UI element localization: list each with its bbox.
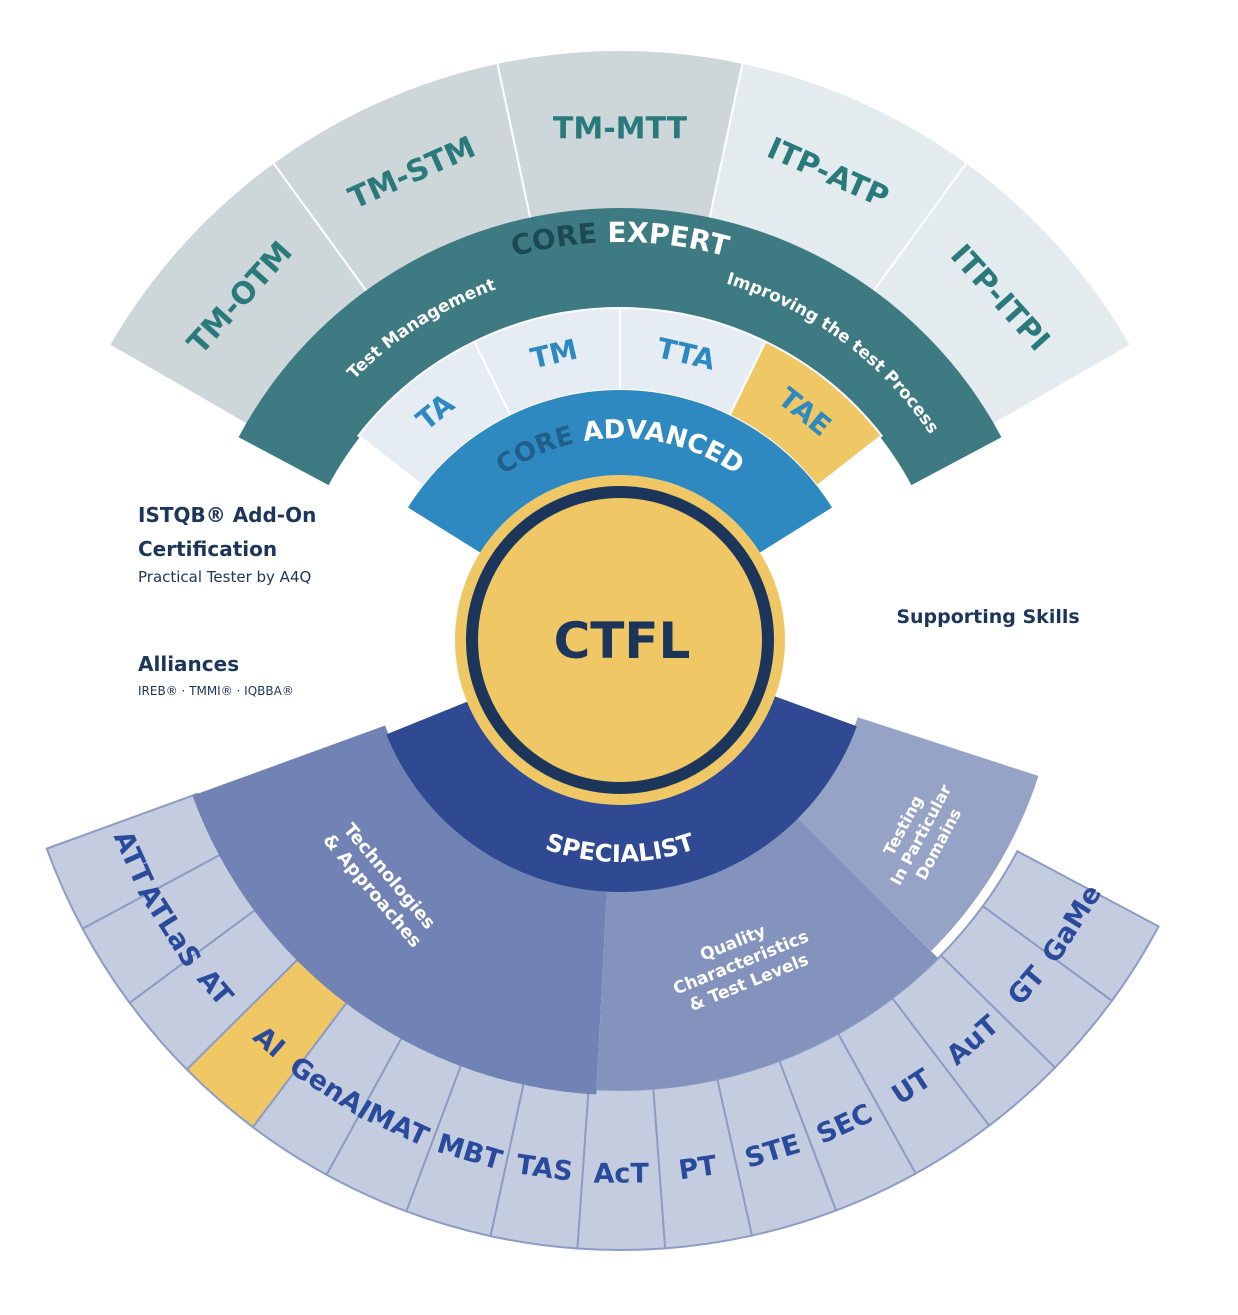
core-advanced-band-arc [407,390,833,553]
supporting-skills-label: Supporting Skills [896,606,1079,628]
specialist-label-pt: PT [677,1150,720,1186]
core-advanced-module-tiles [356,306,884,488]
specialist-tile-gt [939,904,1114,1069]
addon-subtitle: Practical Tester by A4Q [138,568,311,586]
expert-label-tm-mtt: TM-MTT [553,112,688,147]
left-panel: ISTQB® Add-On Certification Practical Te… [80,503,455,698]
ctfl-ring [466,486,774,794]
ctfl-center: CTFL [466,486,774,794]
alliances-subtitle: IREB® · TMMI® · IQBBA® [138,684,294,698]
yellow-ring [455,475,785,805]
specialist-module-tiles [45,792,1160,1251]
tech-group-band [192,725,607,1095]
specialist-band-arc [386,696,857,892]
quality-group-band [596,816,939,1090]
specialist-group-bands [192,717,1039,1095]
ctfl-disc [455,475,785,805]
core-expert-band-arc [238,208,1002,486]
specialist-tile-game [981,849,1160,1003]
alliances-title: Alliances [138,652,239,676]
right-panel: Supporting Skills [896,606,1079,628]
specialist-band [386,696,857,892]
core-expert-band [238,208,1002,486]
addon-title-line2: Certification [138,537,277,561]
ctfl-label: CTFL [554,612,691,670]
domain-group-band [796,717,1039,952]
addon-title-line1: ISTQB® Add-On [138,503,316,527]
core-advanced-band [407,390,833,553]
specialist-label-act: AcT [593,1158,649,1189]
